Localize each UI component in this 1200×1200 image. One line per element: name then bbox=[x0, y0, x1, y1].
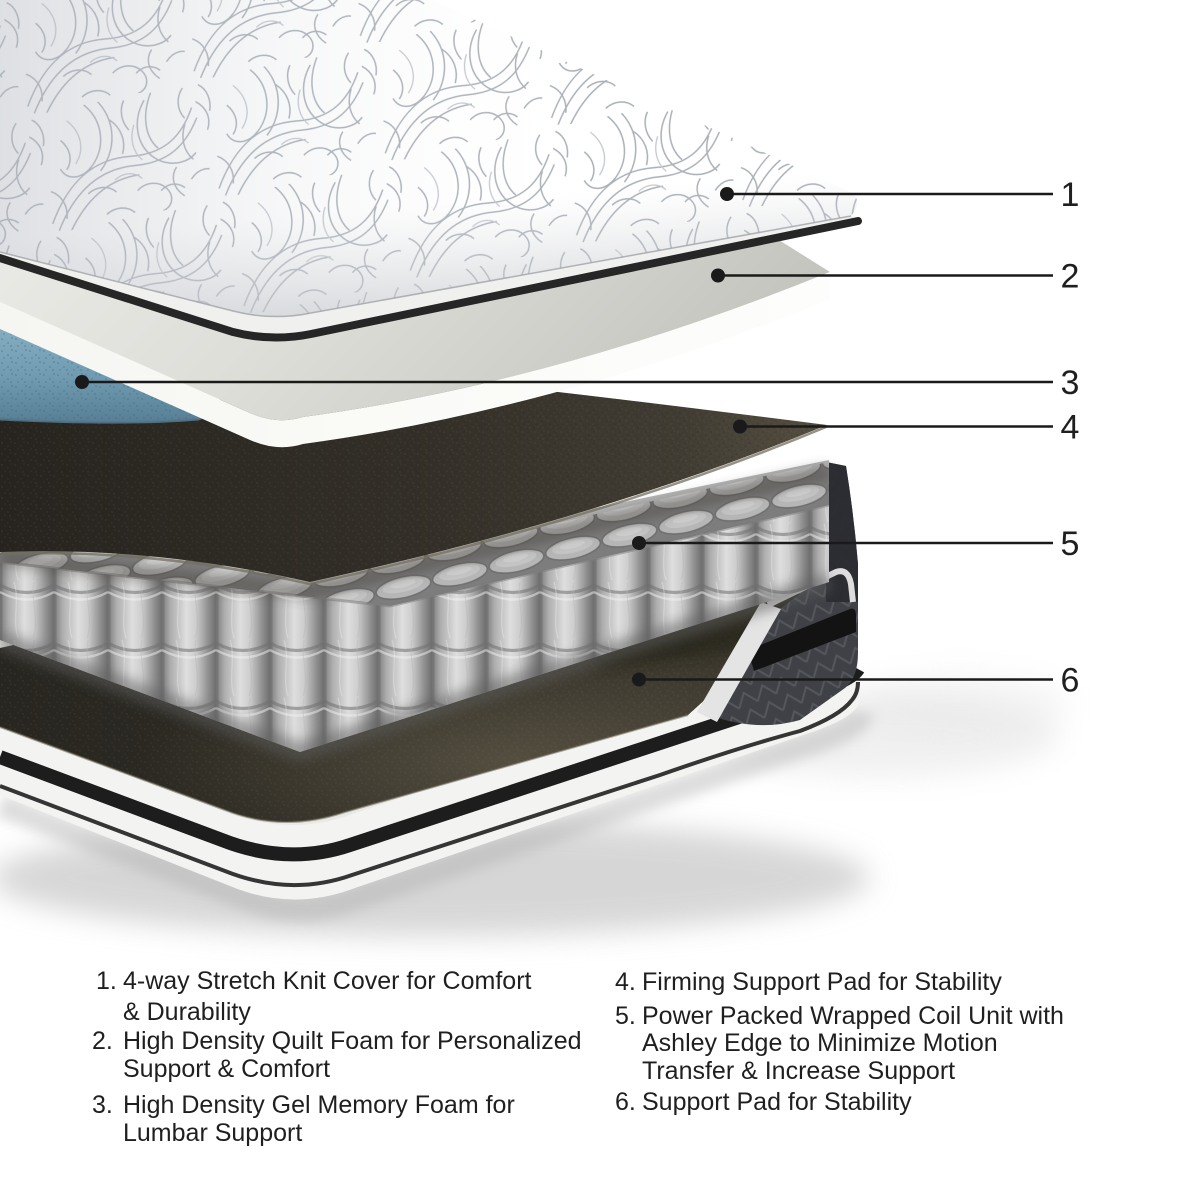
svg-text:Power Packed Wrapped Coil Unit: Power Packed Wrapped Coil Unit with bbox=[642, 1002, 1064, 1030]
svg-text:Firming Support Pad for Stabil: Firming Support Pad for Stability bbox=[642, 968, 1002, 996]
svg-text:5: 5 bbox=[1061, 525, 1080, 563]
svg-text:1.: 1. bbox=[96, 967, 117, 995]
svg-text:High Density Quilt Foam for Pe: High Density Quilt Foam for Personalized bbox=[123, 1027, 582, 1055]
svg-text:2: 2 bbox=[1061, 258, 1080, 296]
svg-text:6: 6 bbox=[1061, 662, 1080, 700]
svg-text:Lumbar Support: Lumbar Support bbox=[123, 1119, 302, 1147]
svg-text:4-way Stretch Knit Cover for C: 4-way Stretch Knit Cover for Comfort bbox=[123, 967, 532, 995]
svg-text:6.: 6. bbox=[615, 1088, 636, 1116]
svg-text:4: 4 bbox=[1061, 409, 1080, 447]
svg-text:4.: 4. bbox=[615, 968, 636, 996]
svg-text:3: 3 bbox=[1061, 364, 1080, 402]
svg-text:& Durability: & Durability bbox=[123, 998, 251, 1026]
svg-text:High Density Gel Memory Foam f: High Density Gel Memory Foam for bbox=[123, 1091, 515, 1119]
svg-text:5.: 5. bbox=[615, 1002, 636, 1030]
svg-text:3.: 3. bbox=[92, 1091, 113, 1119]
svg-text:Support & Comfort: Support & Comfort bbox=[123, 1055, 330, 1083]
svg-text:Support Pad for Stability: Support Pad for Stability bbox=[642, 1088, 912, 1116]
svg-text:Transfer & Increase Support: Transfer & Increase Support bbox=[642, 1057, 955, 1085]
svg-text:1: 1 bbox=[1061, 176, 1080, 214]
svg-text:2.: 2. bbox=[92, 1027, 113, 1055]
svg-text:Ashley Edge to Minimize Motion: Ashley Edge to Minimize Motion bbox=[642, 1029, 998, 1057]
